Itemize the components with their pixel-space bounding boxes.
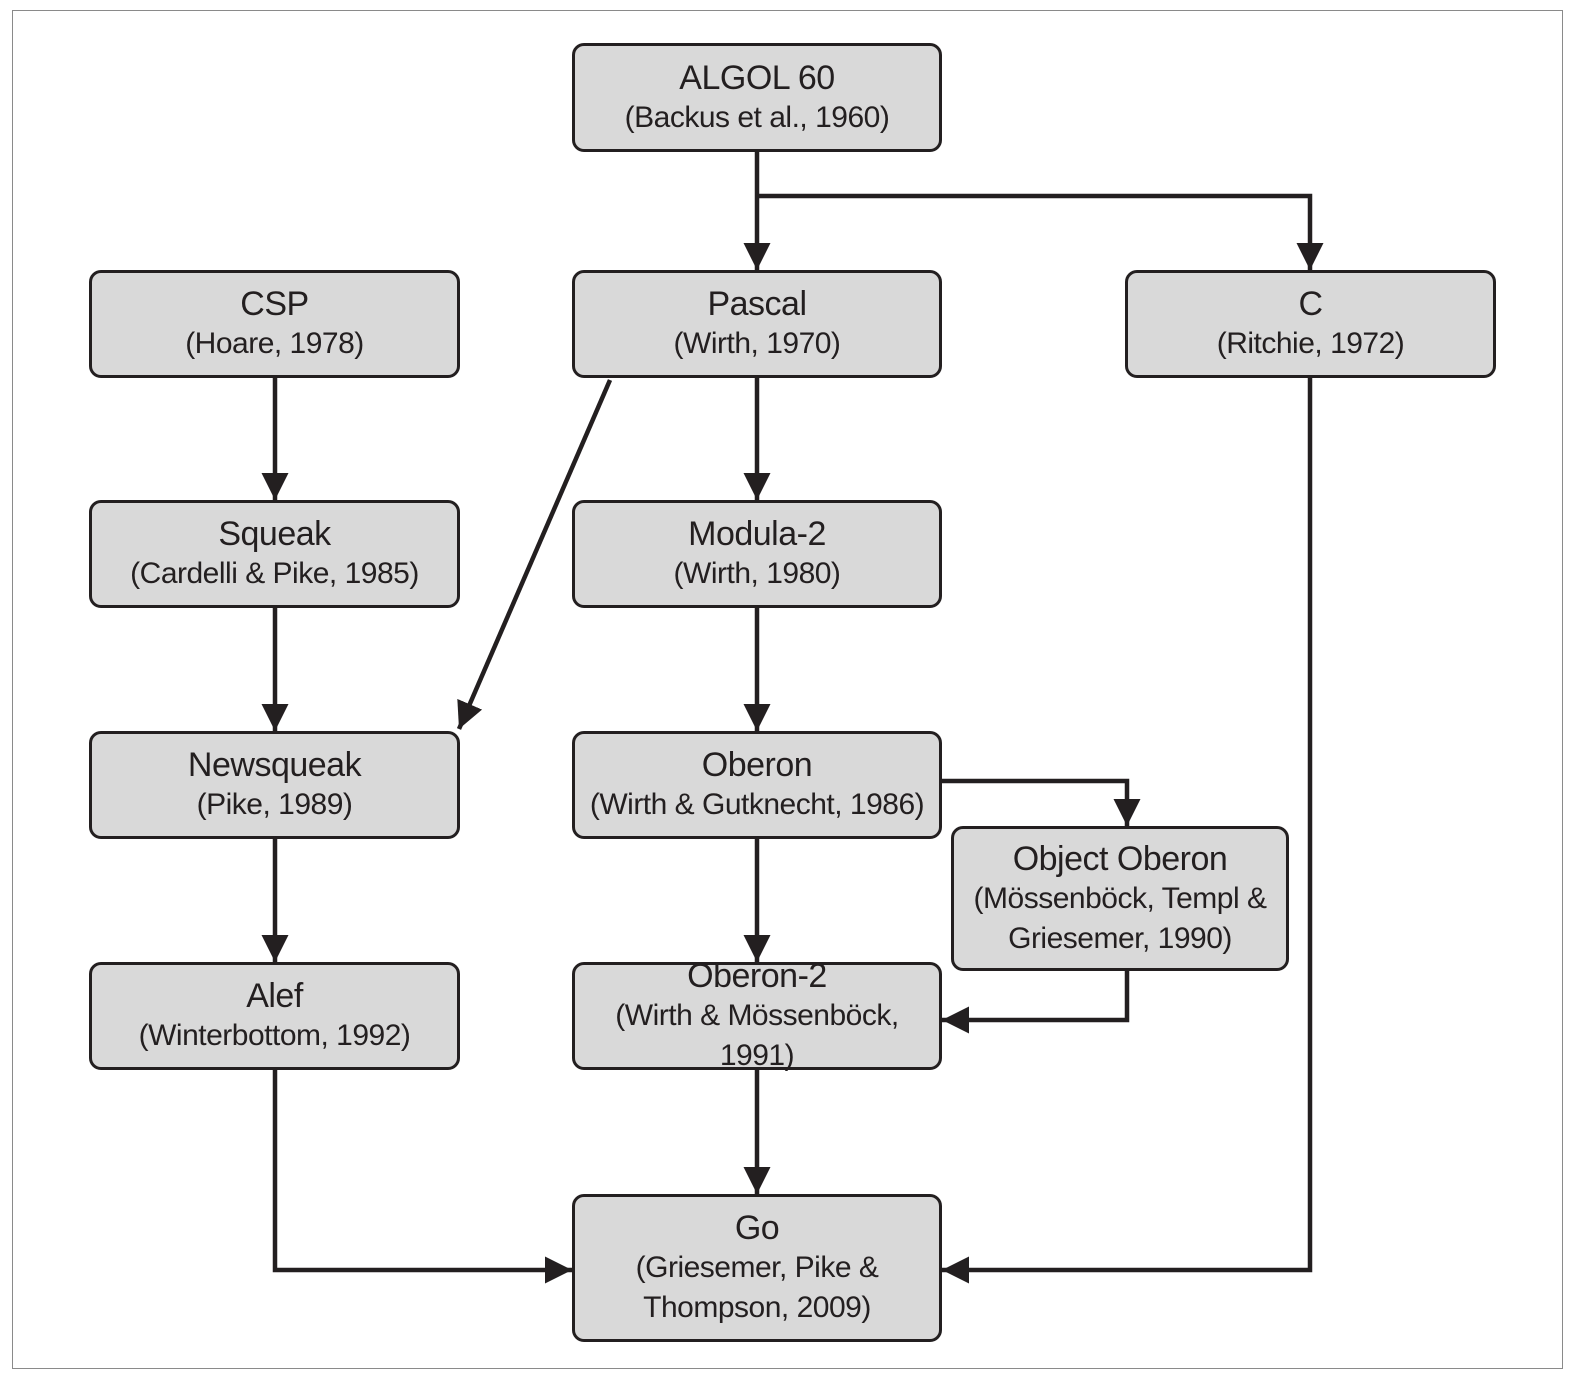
node-modula2-cite: (Wirth, 1980) bbox=[673, 557, 841, 590]
node-c[interactable]: C (Ritchie, 1972) bbox=[1125, 270, 1496, 378]
node-pascal-cite: (Wirth, 1970) bbox=[673, 327, 841, 360]
node-go[interactable]: Go (Griesemer, Pike & Thompson, 2009) bbox=[572, 1194, 942, 1342]
node-modula2-name: Modula-2 bbox=[688, 515, 826, 553]
node-squeak-name: Squeak bbox=[218, 515, 331, 553]
node-pascal-name: Pascal bbox=[707, 285, 807, 323]
node-c-cite: (Ritchie, 1972) bbox=[1216, 327, 1405, 360]
node-alef-name: Alef bbox=[246, 977, 303, 1015]
node-algol60[interactable]: ALGOL 60 (Backus et al., 1960) bbox=[572, 43, 942, 152]
node-go-cite-line1: (Griesemer, Pike & bbox=[635, 1251, 879, 1284]
node-objectoberon-name: Object Oberon bbox=[1012, 839, 1228, 878]
node-newsqueak-cite: (Pike, 1989) bbox=[196, 788, 353, 821]
node-objectoberon-cite-line2: Griesemer, 1990) bbox=[1008, 921, 1232, 955]
node-csp-name: CSP bbox=[240, 285, 309, 323]
node-oberon2-name: Oberon-2 bbox=[687, 957, 827, 995]
node-alef[interactable]: Alef (Winterbottom, 1992) bbox=[89, 962, 460, 1070]
node-oberon[interactable]: Oberon (Wirth & Gutknecht, 1986) bbox=[572, 731, 942, 839]
node-alef-cite: (Winterbottom, 1992) bbox=[138, 1019, 411, 1052]
node-oberon-name: Oberon bbox=[701, 746, 813, 784]
node-objectoberon[interactable]: Object Oberon (Mössenböck, Templ & Gries… bbox=[951, 826, 1289, 971]
node-algol60-cite: (Backus et al., 1960) bbox=[624, 100, 890, 134]
node-go-cite-line2: Thompson, 2009) bbox=[643, 1291, 871, 1324]
node-csp-cite: (Hoare, 1978) bbox=[185, 327, 364, 360]
node-objectoberon-cite-line1: (Mössenböck, Templ & bbox=[973, 881, 1267, 915]
node-oberon-cite: (Wirth & Gutknecht, 1986) bbox=[589, 788, 925, 821]
node-newsqueak-name: Newsqueak bbox=[187, 746, 362, 784]
node-squeak-cite: (Cardelli & Pike, 1985) bbox=[130, 557, 419, 590]
arrow-pascal-to-newsqueak bbox=[456, 379, 613, 730]
arrow-algol-to-c bbox=[757, 193, 1324, 270]
node-pascal[interactable]: Pascal (Wirth, 1970) bbox=[572, 270, 942, 378]
node-squeak[interactable]: Squeak (Cardelli & Pike, 1985) bbox=[89, 500, 460, 608]
arrow-c-to-go bbox=[942, 378, 1313, 1284]
arrow-alef-to-go bbox=[272, 1070, 572, 1284]
figure-frame bbox=[12, 10, 1563, 1369]
node-newsqueak[interactable]: Newsqueak (Pike, 1989) bbox=[89, 731, 460, 839]
node-oberon2-cite: (Wirth & Mössenböck, 1991) bbox=[615, 999, 899, 1072]
node-c-name: C bbox=[1298, 285, 1323, 323]
arrow-oberon-to-objectoberon bbox=[941, 778, 1141, 826]
node-oberon2[interactable]: Oberon-2 (Wirth & Mössenböck, 1991) bbox=[572, 957, 942, 1072]
node-go-name: Go bbox=[734, 1209, 780, 1247]
arrow-objectoberon-to-oberon2 bbox=[942, 971, 1130, 1034]
node-algol60-name: ALGOL 60 bbox=[679, 58, 835, 97]
node-modula2[interactable]: Modula-2 (Wirth, 1980) bbox=[572, 500, 942, 608]
node-csp[interactable]: CSP (Hoare, 1978) bbox=[89, 270, 460, 378]
